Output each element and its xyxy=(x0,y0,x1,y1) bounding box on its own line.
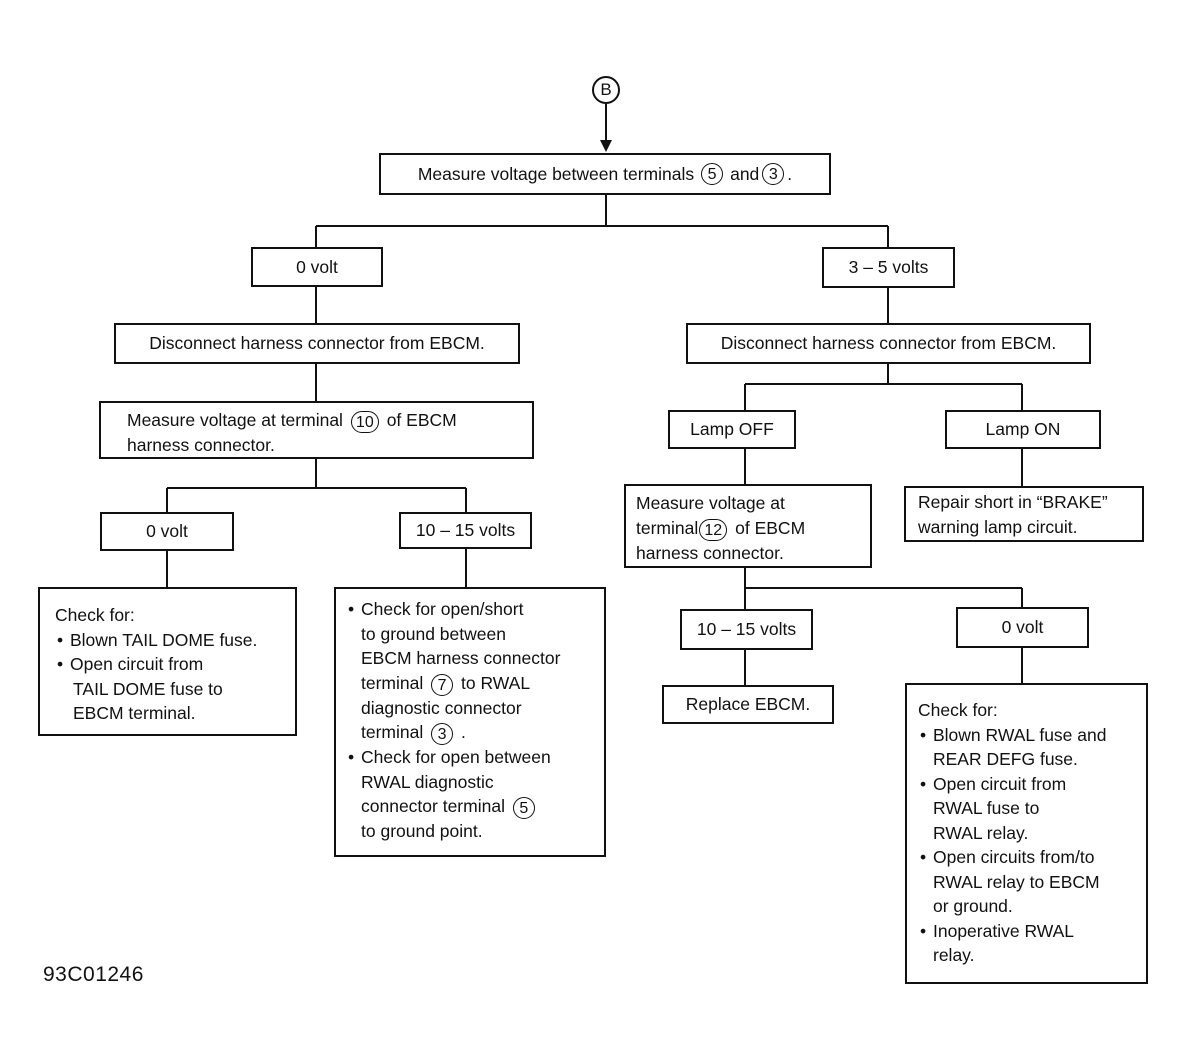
and-text: and xyxy=(730,163,760,184)
zero-volt-left-label: 0 volt xyxy=(146,521,188,542)
ten-fifteen-right-box: 10 – 15 volts xyxy=(680,609,813,650)
open-short-line-5: diagnostic connector xyxy=(361,697,522,718)
open-short-bullet-1: Check for open/short xyxy=(346,597,560,622)
lamp-off-box: Lamp OFF xyxy=(668,410,796,449)
check-tail-dome-box: Check for: Blown TAIL DOME fuse. Open ci… xyxy=(38,587,297,736)
terminal-12-circle: 12 xyxy=(699,518,728,541)
measure-12-line-3: harness connector. xyxy=(636,542,784,563)
terminal-3-circle-b: 3 xyxy=(431,723,454,745)
open-short-line-6: terminal 3 . xyxy=(346,720,560,745)
lamp-off-label: Lamp OFF xyxy=(690,419,774,440)
period-text: . xyxy=(787,163,793,184)
disconnect-right-label: Disconnect harness connector from EBCM. xyxy=(720,333,1057,354)
check-tail-heading: Check for: xyxy=(55,605,135,625)
open-short-line-2: to ground between xyxy=(361,623,506,644)
open-short-connector-terminal-text: connector terminal xyxy=(361,796,505,816)
three-five-volts-label: 3 – 5 volts xyxy=(848,257,929,278)
check-rwal-box: Check for: Blown RWAL fuse and REAR DEFG… xyxy=(905,683,1148,984)
zero-volt-right-label: 0 volt xyxy=(1001,617,1044,638)
measure-12-line-1: Measure voltage at xyxy=(636,493,785,513)
terminal-3-circle: 3 xyxy=(762,163,785,185)
open-short-line-10: to ground point. xyxy=(361,821,483,841)
check-rwal-bullet-2: Open circuit from xyxy=(918,772,1106,797)
lamp-on-box: Lamp ON xyxy=(945,410,1101,449)
connector-b-circle: B xyxy=(592,76,620,104)
ten-fifteen-right-label: 10 – 15 volts xyxy=(696,619,797,640)
repair-short-line-2: warning lamp circuit. xyxy=(918,516,1078,537)
check-rwal-heading: Check for: xyxy=(918,700,998,720)
arrow-head-icon xyxy=(600,140,612,152)
open-short-line-9: connector terminal 5 xyxy=(346,794,560,819)
open-short-line-4: terminal 7 to RWAL xyxy=(346,671,560,696)
measure-terminals-5-3-box: Measure voltage between terminals 5 and … xyxy=(379,153,831,195)
terminal-5-circle-b: 5 xyxy=(512,797,535,819)
open-short-line-3: EBCM harness connector xyxy=(361,648,561,668)
replace-ebcm-box: Replace EBCM. xyxy=(662,685,834,724)
terminal-10-circle: 10 xyxy=(350,411,379,433)
lamp-on-label: Lamp ON xyxy=(985,419,1061,440)
zero-volt-top-label: 0 volt xyxy=(296,256,338,277)
disconnect-left-label: Disconnect harness connector from EBCM. xyxy=(149,333,485,354)
zero-volt-left-box: 0 volt xyxy=(100,512,234,551)
terminal-5-circle: 5 xyxy=(701,163,724,185)
open-short-line-8: RWAL diagnostic xyxy=(361,771,494,792)
check-tail-bullet-2-cont-1: TAIL DOME fuse to xyxy=(73,678,223,699)
disconnect-left-box: Disconnect harness connector from EBCM. xyxy=(114,323,520,364)
check-rwal-bullet-3-cont-2: or ground. xyxy=(933,896,1013,916)
check-rwal-bullet-1: Blown RWAL fuse and xyxy=(918,723,1106,748)
check-rwal-bullet-1-cont: REAR DEFG fuse. xyxy=(933,749,1078,769)
measure-12-text-b: of EBCM xyxy=(735,517,806,538)
check-rwal-bullet-4-cont: relay. xyxy=(933,945,975,965)
measure-12-text-a: terminal xyxy=(636,517,699,538)
repair-short-line-1: Repair short in “BRAKE” xyxy=(918,492,1108,512)
check-rwal-bullet-3: Open circuits from/to xyxy=(918,845,1106,870)
zero-volt-right-box: 0 volt xyxy=(956,607,1089,648)
open-short-terminal-text-2: terminal xyxy=(361,722,424,742)
open-short-to-rwal-text: to RWAL xyxy=(461,672,531,693)
terminal-7-circle: 7 xyxy=(431,673,454,696)
check-open-short-box: Check for open/short to ground between E… xyxy=(334,587,606,857)
ten-fifteen-left-box: 10 – 15 volts xyxy=(399,512,532,549)
open-short-terminal-text: terminal xyxy=(361,672,424,693)
ten-fifteen-left-label: 10 – 15 volts xyxy=(415,520,516,541)
repair-short-box: Repair short in “BRAKE” warning lamp cir… xyxy=(904,486,1144,542)
replace-ebcm-label: Replace EBCM. xyxy=(685,694,811,715)
check-tail-bullet-2: Open circuit from xyxy=(55,652,257,677)
measure-terminal-10-box: Measure voltage at terminal 10 of EBCM h… xyxy=(99,401,534,459)
check-rwal-bullet-2-cont-2: RWAL relay. xyxy=(933,822,1029,843)
check-rwal-bullet-3-cont-1: RWAL relay to EBCM xyxy=(933,871,1100,892)
check-rwal-bullet-4: Inoperative RWAL xyxy=(918,919,1106,944)
open-short-bullet-2: Check for open between xyxy=(346,745,560,770)
measure-text: Measure voltage between terminals xyxy=(417,163,695,184)
check-tail-bullet-2-cont-2: EBCM terminal. xyxy=(73,703,196,723)
check-tail-bullet-1: Blown TAIL DOME fuse. xyxy=(55,628,257,653)
measure-10-text: Measure voltage at terminal xyxy=(127,410,343,430)
open-short-period: . xyxy=(461,722,466,742)
measure-10-text-c: harness connector. xyxy=(127,435,275,455)
measure-10-text-b: of EBCM xyxy=(386,410,457,430)
zero-volt-top-box: 0 volt xyxy=(251,247,383,287)
figure-id-label: 93C01246 xyxy=(43,963,144,986)
three-five-volts-box: 3 – 5 volts xyxy=(822,247,955,288)
check-rwal-bullet-2-cont-1: RWAL fuse to xyxy=(933,798,1040,818)
disconnect-right-box: Disconnect harness connector from EBCM. xyxy=(686,323,1091,364)
